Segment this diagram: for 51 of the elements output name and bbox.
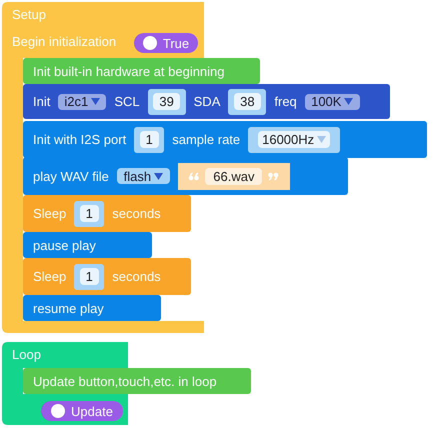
toggle-switch: [134, 33, 198, 53]
number-value: 38: [234, 93, 261, 110]
number-value: 1: [80, 205, 99, 222]
statement-block: [23, 195, 191, 232]
block-label: SDA: [194, 94, 220, 109]
dropdown: [58, 94, 106, 110]
block-title: Setup: [12, 7, 46, 22]
block-label: seconds: [112, 206, 161, 221]
block-label: play WAV file: [33, 168, 109, 184]
number-input: [148, 88, 186, 114]
number-value: 1: [80, 268, 99, 285]
dropdown: [304, 94, 360, 110]
block-label: seconds: [112, 269, 161, 284]
statement-block: [23, 368, 251, 394]
statement-block: [23, 232, 152, 258]
block-label: Sleep: [33, 269, 66, 284]
statement-block: [23, 84, 390, 119]
number-value: 39: [153, 93, 180, 110]
toggle-label: True: [162, 36, 190, 50]
statement-block: [23, 157, 348, 195]
toggle-switch: [41, 401, 123, 421]
number-input: [74, 200, 104, 226]
block-title: Loop: [12, 347, 41, 362]
text-input: [178, 162, 290, 190]
dropdown-value: flash: [124, 168, 152, 184]
block-label: Update button,touch,etc. in loop: [33, 374, 217, 388]
number-value: 1: [140, 131, 159, 148]
block-label: Init: [33, 94, 50, 109]
block-label: Begin initialization: [12, 34, 116, 49]
block-label: SCL: [114, 94, 140, 109]
block-label: Init built-in hardware at beginning: [33, 64, 225, 78]
number-input: [74, 264, 104, 290]
number-input: [228, 88, 266, 114]
block-label: pause play: [33, 238, 96, 252]
statement-block: [23, 295, 161, 321]
block-label: resume play: [33, 300, 104, 316]
block-label: freq: [274, 94, 297, 109]
number-input: [134, 126, 164, 152]
statement-block: [23, 258, 191, 295]
dropdown: [248, 126, 340, 152]
statement-block: [23, 58, 260, 84]
block-label: Init with I2S port: [33, 132, 126, 147]
block-label: sample rate: [172, 132, 240, 147]
toggle-label: Update: [71, 404, 113, 418]
text-value: 66.wav: [205, 168, 262, 184]
dropdown: [116, 168, 170, 184]
dropdown-value: 16000Hz: [262, 132, 314, 147]
block-label: Sleep: [33, 206, 66, 221]
dropdown-value: i2c1: [64, 94, 88, 109]
dropdown-value: 100K: [311, 94, 342, 109]
statement-block: [23, 121, 427, 158]
